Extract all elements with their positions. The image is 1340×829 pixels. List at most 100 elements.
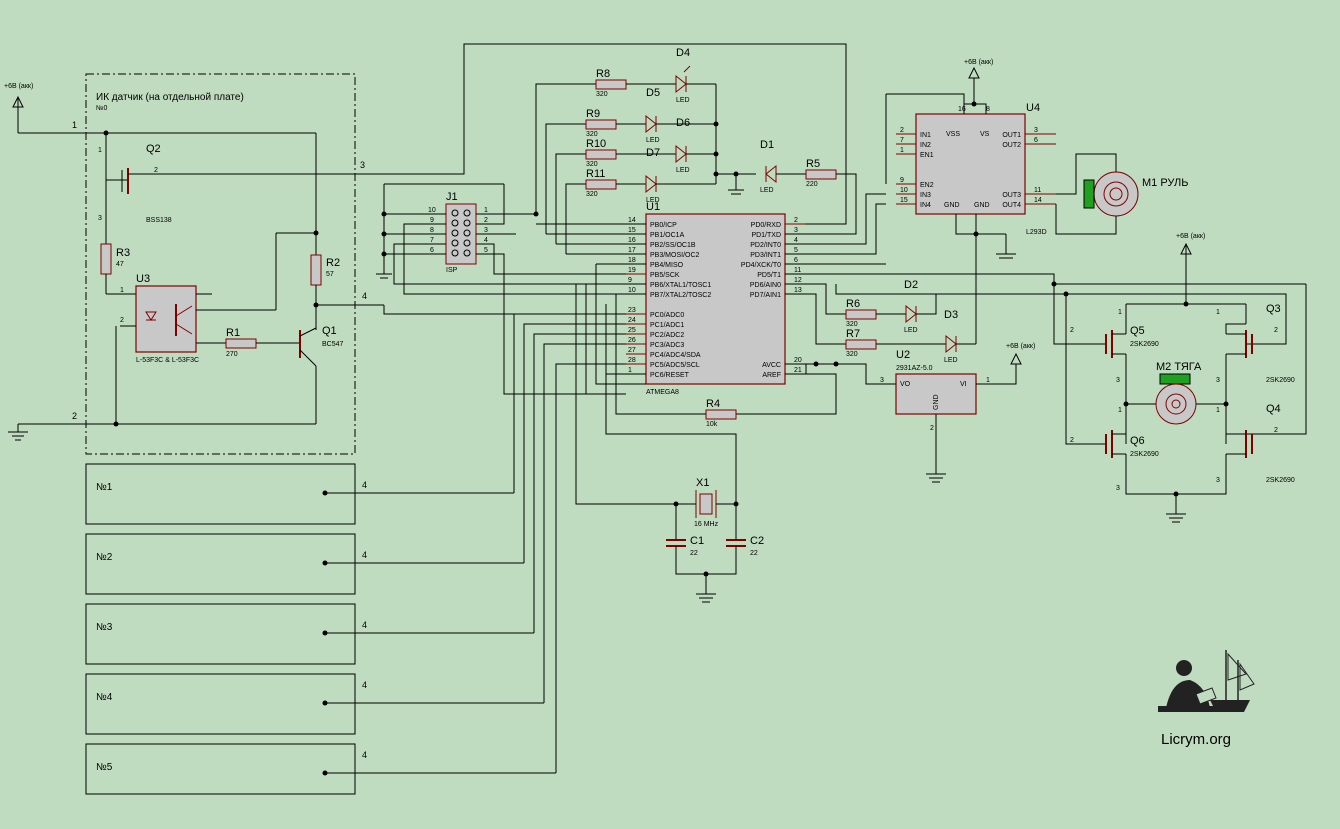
svg-text:320: 320	[586, 161, 598, 168]
u1-pin-name: PB4/MISO	[650, 262, 684, 269]
j1-value: ISP	[446, 267, 458, 274]
svg-text:2: 2	[1070, 437, 1074, 444]
resistor-r11	[585, 179, 617, 190]
svg-text:3: 3	[1116, 377, 1120, 384]
svg-text:2SK2690: 2SK2690	[1266, 477, 1295, 484]
led-d6: D6 LED	[675, 117, 690, 174]
svg-text:VO: VO	[900, 381, 911, 388]
svg-text:2: 2	[154, 167, 158, 174]
net-label-3: 3	[360, 160, 365, 170]
u2-value: 2931AZ-5.0	[896, 365, 933, 372]
u1-value: ATMEGA8	[646, 389, 679, 396]
u1-pin-number: 6	[794, 257, 798, 264]
u4-pin-name: IN2	[920, 142, 931, 149]
resistor-r1	[225, 338, 257, 349]
svg-text:R2: R2	[326, 257, 340, 269]
u3-ref: U3	[136, 273, 150, 285]
svg-text:2SK2690: 2SK2690	[1266, 377, 1295, 384]
led-d2: D2 LED	[904, 279, 918, 334]
svg-text:2SK2690: 2SK2690	[1130, 341, 1159, 348]
u1-pin-name: PC2/ADC2	[650, 332, 684, 339]
u4-pin-number: 3	[1034, 127, 1038, 134]
logo-text: Licrym.org	[1161, 731, 1231, 748]
sensor-box-5: №5	[85, 743, 356, 795]
svg-text:4: 4	[484, 237, 488, 244]
svg-text:LED: LED	[760, 187, 774, 194]
svg-text:320: 320	[586, 191, 598, 198]
svg-text:1: 1	[1216, 309, 1220, 316]
svg-text:8: 8	[986, 106, 990, 113]
svg-text:3: 3	[880, 377, 884, 384]
svg-text:GND: GND	[974, 202, 990, 209]
svg-text:№5: №5	[96, 762, 113, 773]
svg-text:VS: VS	[980, 131, 990, 138]
m1-ref: M1 РУЛЬ	[1142, 177, 1189, 189]
svg-text:R11: R11	[586, 168, 605, 180]
q1-value: BC547	[322, 341, 344, 348]
u1-pin-number: 25	[628, 327, 636, 334]
power-label-left: +6В (акк)	[4, 83, 33, 90]
svg-text:№4: №4	[96, 692, 113, 703]
resistor-r3	[100, 243, 112, 275]
u1-pin-number: 17	[628, 247, 636, 254]
u1-pin-name: PC0/ADC0	[650, 312, 684, 319]
j1-ref: J1	[446, 191, 458, 203]
svg-text:LED: LED	[646, 197, 660, 204]
svg-text:R3: R3	[116, 247, 130, 259]
svg-text:R1: R1	[226, 327, 240, 339]
u1-pin-number: 15	[628, 227, 636, 234]
svg-text:220: 220	[806, 181, 818, 188]
svg-text:D5: D5	[646, 87, 660, 99]
resistor-r5	[805, 169, 837, 180]
u1-pin-number: 20	[794, 357, 802, 364]
u4-pin-name: OUT4	[1002, 202, 1021, 209]
u4-pin-name: OUT1	[1002, 132, 1021, 139]
u1-pin-name: PD5/T1	[757, 272, 781, 279]
u4-pin-number: 10	[900, 187, 908, 194]
resistor-r2	[310, 254, 322, 286]
u1-pin-name: PB5/SCK	[650, 272, 680, 279]
sensor-box-2: №2	[85, 533, 356, 595]
u4-pin-number: 11	[1034, 187, 1041, 194]
svg-text:16: 16	[958, 106, 966, 113]
led-d1: D1 LED	[760, 139, 777, 194]
svg-text:R7: R7	[846, 328, 860, 340]
svg-text:3: 3	[1216, 377, 1220, 384]
u1-pin-number: 9	[628, 277, 632, 284]
led-d3: D3 LED	[944, 309, 958, 364]
svg-text:4: 4	[362, 620, 367, 630]
u4-pin-name: IN1	[920, 132, 931, 139]
svg-text:2: 2	[930, 425, 934, 432]
logo-ship-icon	[1210, 650, 1255, 712]
mosfet-q3: Q3 2SK2690 1 2 3	[1216, 303, 1295, 384]
licrym-logo: Licrym.org	[1158, 650, 1255, 748]
svg-text:2: 2	[120, 317, 124, 324]
sensor-box-4: №4	[85, 673, 356, 735]
u1-pin-number: 13	[794, 287, 802, 294]
mosfet-q4: Q4 2SK2690 2 3	[1216, 403, 1295, 484]
q2-value: BSS138	[146, 217, 172, 224]
u4-pin-number: 1	[900, 147, 904, 154]
u1-pin-number: 1	[628, 367, 632, 374]
svg-text:1: 1	[98, 147, 102, 154]
svg-text:R10: R10	[586, 138, 606, 150]
u4-pin-number: 6	[1034, 137, 1038, 144]
microcontroller-u1: U1 ATMEGA8 14PB0/ICP15PB1/OC1A16PB2/SS/O…	[626, 201, 805, 396]
svg-text:D3: D3	[944, 309, 958, 321]
net-label-1: 1	[72, 120, 77, 130]
crystal-x1: X1 16 MHz	[694, 477, 719, 528]
svg-text:3: 3	[1116, 485, 1120, 492]
svg-text:3: 3	[484, 227, 488, 234]
capacitor-c1: C1 22	[666, 535, 704, 557]
u1-pin-number: 4	[794, 237, 798, 244]
mosfet-q6: Q6 2SK2690 1 2 3	[1070, 407, 1159, 492]
u1-pin-name: PD7/AIN1	[750, 292, 781, 299]
svg-text:D7: D7	[646, 147, 660, 159]
svg-text:GND: GND	[933, 394, 940, 410]
u1-pin-name: PC5/ADC5/SCL	[650, 362, 700, 369]
svg-text:VI: VI	[960, 381, 967, 388]
svg-text:10: 10	[428, 207, 436, 214]
u1-pin-name: PD1/TXD	[751, 232, 781, 239]
resistor-r7	[845, 339, 877, 350]
power-label-bridge: +6В (акк)	[1176, 233, 1205, 240]
